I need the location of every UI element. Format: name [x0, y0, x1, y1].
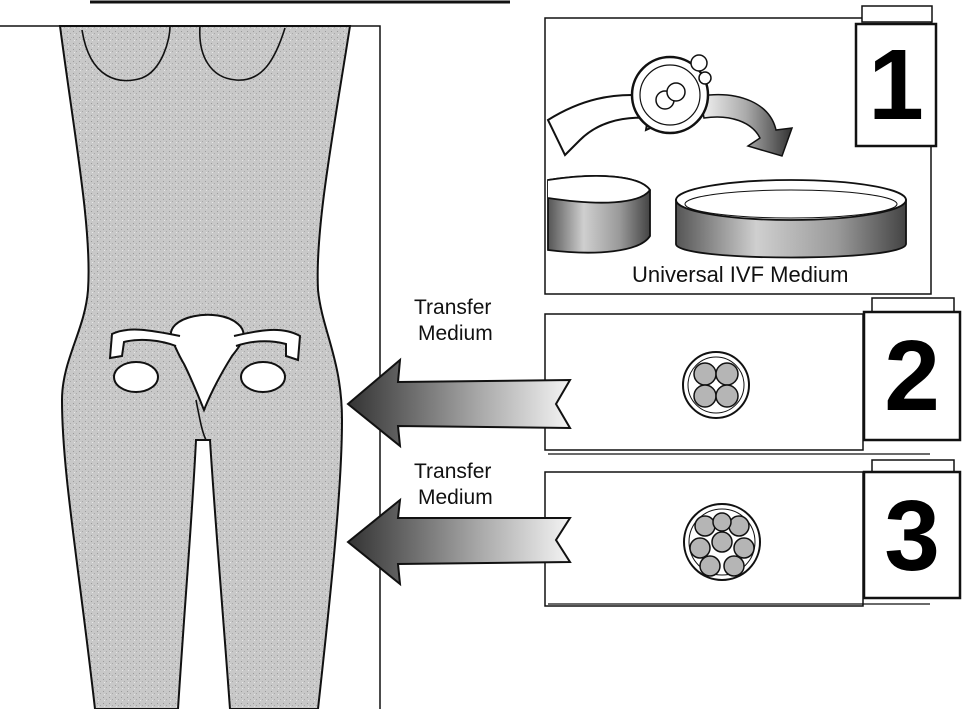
step-2-arrow-label-line2: Medium [418, 322, 493, 346]
step-2-number: 2 [864, 318, 960, 434]
step-3-number: 3 [864, 478, 960, 594]
transfer-arrow-3 [348, 500, 570, 584]
transfer-arrow-2 [348, 360, 570, 446]
petri-dish-left [548, 176, 650, 253]
step-3-arrow-label-line1: Transfer [414, 460, 491, 484]
step-1-number: 1 [856, 30, 936, 140]
petri-dish-right [676, 180, 906, 258]
step-3-arrow-label-line2: Medium [418, 486, 493, 510]
step-1-caption: Universal IVF Medium [632, 262, 848, 288]
step-2-arrow-label-line1: Transfer [414, 296, 491, 320]
right-ovary [241, 362, 285, 392]
embryo-4-cell [683, 352, 749, 418]
left-ovary [114, 362, 158, 392]
